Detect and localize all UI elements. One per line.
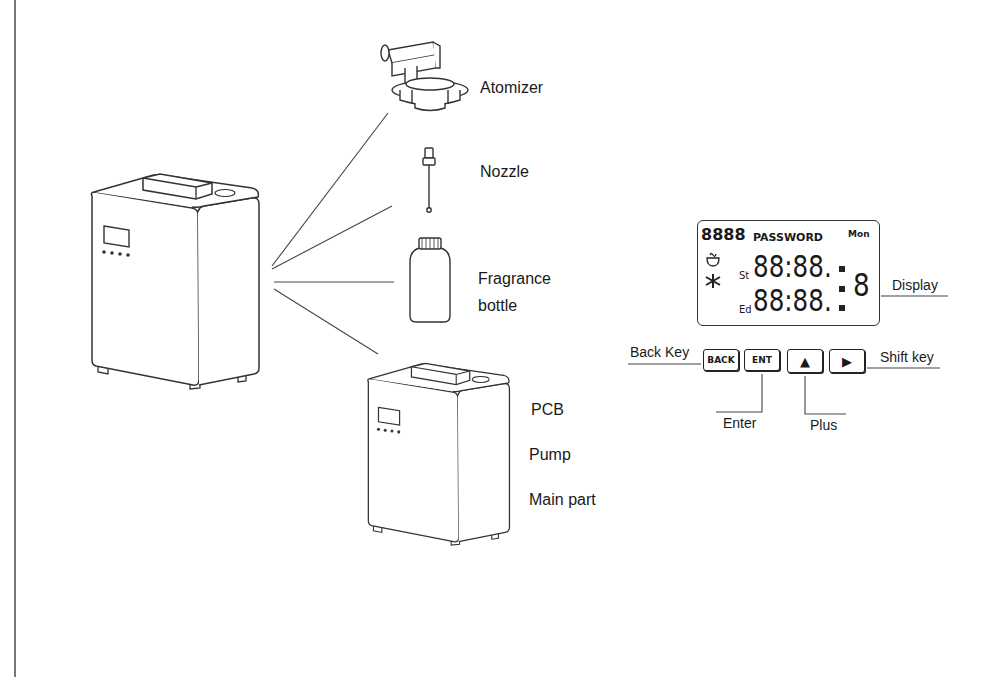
part-label: Pump bbox=[529, 445, 571, 464]
callout-label: Display bbox=[892, 277, 938, 294]
callout-label: Enter bbox=[723, 415, 756, 432]
lcd-start: St bbox=[739, 271, 749, 281]
shift-button: ▶ bbox=[829, 349, 865, 373]
plus-button: ▲ bbox=[787, 349, 823, 373]
lcd-display: 8888PASSWORDMonSt88:88.Ed88:88.8 bbox=[697, 220, 880, 326]
lcd-digits: 8888 bbox=[701, 227, 746, 243]
callout-label: Back Key bbox=[630, 344, 689, 361]
part-label: Atomizer bbox=[480, 78, 543, 97]
part-label: Nozzle bbox=[480, 162, 529, 181]
key-label: BACK bbox=[707, 356, 734, 365]
lcd-day: Mon bbox=[848, 230, 870, 239]
key-label: ▶ bbox=[842, 355, 852, 368]
part-label: Main part bbox=[529, 490, 596, 509]
lcd-end: Ed bbox=[739, 305, 752, 315]
callout-label: Shift key bbox=[880, 349, 934, 366]
part-label: PCB bbox=[531, 400, 564, 419]
enter-button: ENT bbox=[744, 349, 780, 371]
back-button: BACK bbox=[703, 349, 739, 371]
lcd-digit: 8 bbox=[853, 269, 870, 301]
lcd-password: PASSWORD bbox=[753, 232, 823, 243]
key-label: ▲ bbox=[800, 355, 810, 368]
lcd-time: 88:88. bbox=[753, 286, 832, 316]
part-label: Fragrance bottle bbox=[478, 265, 570, 319]
callout-label: Plus bbox=[810, 417, 837, 434]
key-label: ENT bbox=[752, 356, 772, 365]
lcd-time: 88:88. bbox=[753, 252, 832, 282]
